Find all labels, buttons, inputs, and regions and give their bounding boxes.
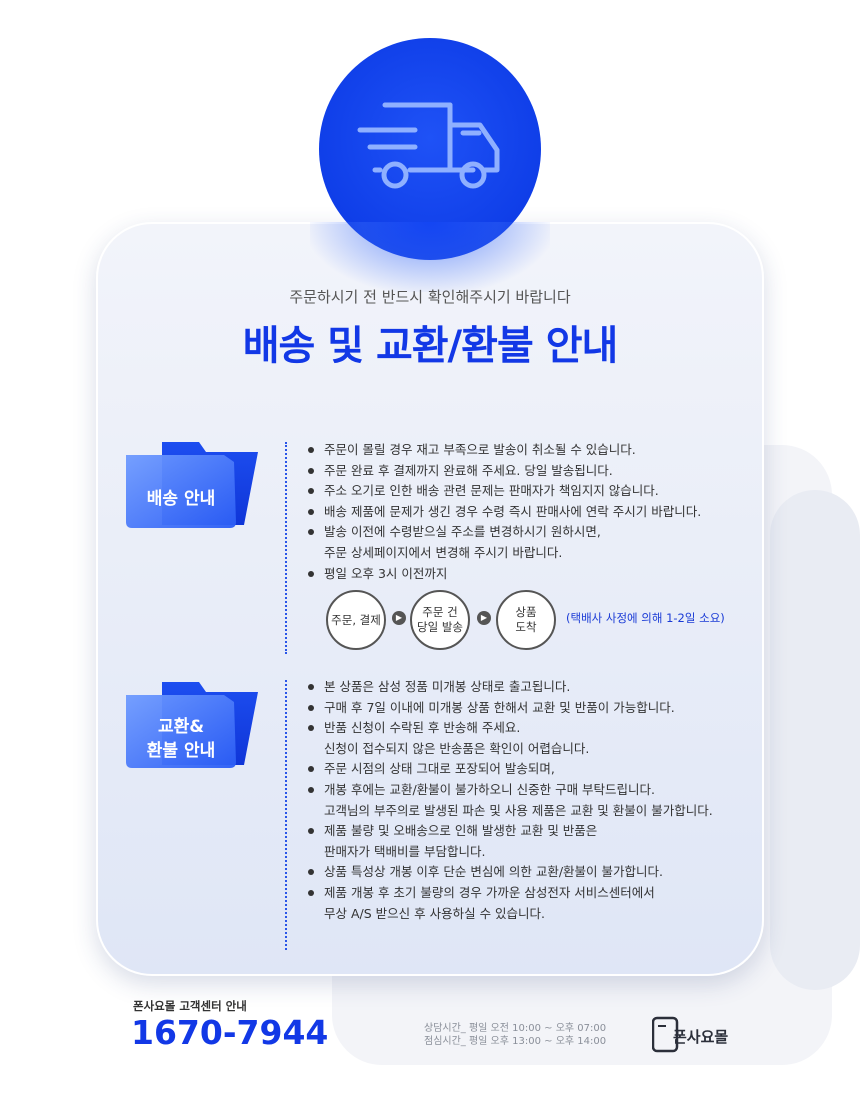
list-item: 주문이 몰릴 경우 재고 부족으로 발송이 취소될 수 있습니다. <box>308 440 701 461</box>
list-item: 상품 특성상 개봉 이후 단순 변심에 의한 교환/환불이 불가합니다. <box>308 862 713 883</box>
shipping-label: 배송 안내 <box>146 489 216 509</box>
step-order-payment: 주문, 결제 <box>326 590 386 650</box>
page-subtitle: 주문하시기 전 반드시 확인해주시기 바랍니다 <box>289 288 571 306</box>
list-item: 개봉 후에는 교환/환불이 불가하오니 신중한 구매 부탁드립니다.고객님의 부… <box>308 780 713 821</box>
list-item: 구매 후 7일 이내에 미개봉 상품 한해서 교환 및 반품이 가능합니다. <box>308 698 713 719</box>
delivery-note: (택배사 사정에 의해 1-2일 소요) <box>566 611 725 625</box>
exchange-list: 본 상품은 삼성 정품 미개봉 상태로 출고됩니다. 구매 후 7일 이내에 미… <box>308 677 713 924</box>
truck-icon <box>357 102 500 189</box>
folder-icon <box>126 682 258 768</box>
hero-glow <box>310 222 550 292</box>
phone-number[interactable]: 1670-7944 <box>131 1013 329 1052</box>
exchange-label: 교환& 환불 안내 <box>146 717 216 761</box>
list-item: 주소 오기로 인한 배송 관련 문제는 판매자가 책임지지 않습니다. <box>308 481 701 502</box>
list-item: 주문 시점의 상태 그대로 포장되어 발송되며, <box>308 759 713 780</box>
divider <box>285 442 287 654</box>
background-shape <box>770 490 860 990</box>
phone-logo-icon <box>652 1016 679 1053</box>
folder-icon <box>126 442 258 528</box>
list-item: 배송 제품에 문제가 생긴 경우 수령 즉시 판매사에 연락 주시기 바랍니다. <box>308 502 701 523</box>
page-title: 배송 및 교환/환불 안내 <box>242 323 619 369</box>
business-hours: 상담시간_ 평일 오전 10:00 ~ 오후 07:00 점심시간_ 평일 오후… <box>424 1023 607 1047</box>
list-item: 반품 신청이 수락된 후 반송해 주세요.신청이 접수되지 않은 반송품은 확인… <box>308 718 713 759</box>
list-item: 주문 완료 후 결제까지 완료해 주세요. 당일 발송됩니다. <box>308 461 701 482</box>
shipping-list: 주문이 몰릴 경우 재고 부족으로 발송이 취소될 수 있습니다. 주문 완료 … <box>308 440 701 584</box>
arrow-right-icon: ▶ <box>392 611 406 625</box>
list-item: 발송 이전에 수령받으실 주소를 변경하시기 원하시면,주문 상세페이지에서 변… <box>308 522 701 563</box>
customer-center-label: 폰사요몰 고객센터 안내 <box>133 999 247 1013</box>
list-item: 평일 오후 3시 이전까지 <box>308 564 701 585</box>
brand-logo-text: 폰사요몰 <box>673 1028 729 1046</box>
list-item: 본 상품은 삼성 정품 미개봉 상태로 출고됩니다. <box>308 677 713 698</box>
divider <box>285 680 287 950</box>
arrow-right-icon: ▶ <box>477 611 491 625</box>
